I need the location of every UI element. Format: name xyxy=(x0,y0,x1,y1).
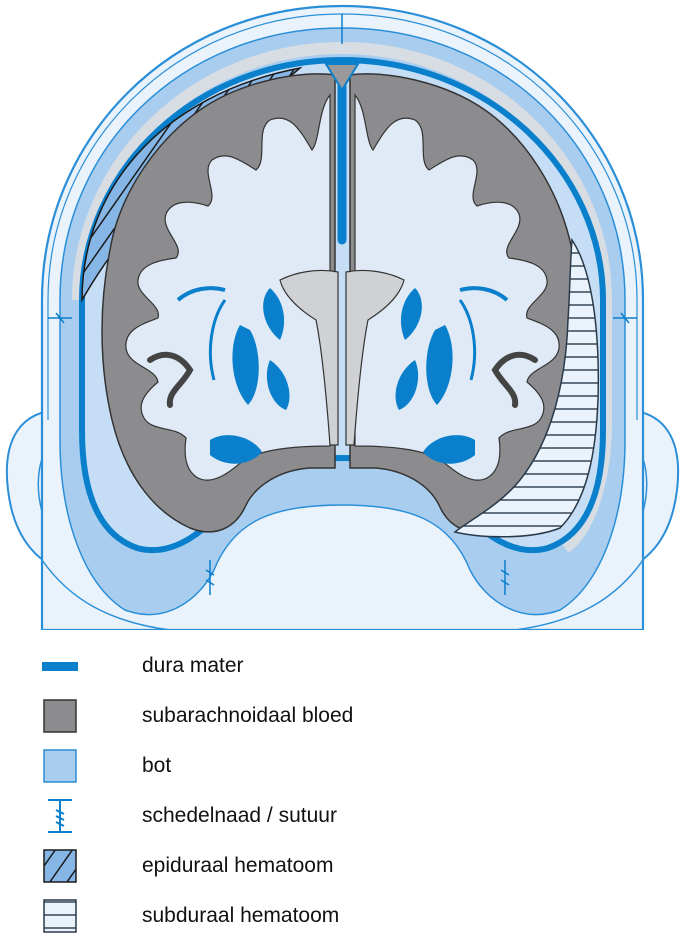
left-insula-sulcus xyxy=(147,351,194,408)
legend-label: subduraal hematoom xyxy=(142,904,340,927)
right-caudate xyxy=(400,288,422,340)
legend-item-subarachnoid-blood: subarachnoidaal bloed xyxy=(0,696,685,736)
legend-label: bot xyxy=(142,754,172,777)
superior-sagittal-sinus xyxy=(324,63,360,92)
subdural-hematoma-swatch xyxy=(43,899,77,933)
legend-item-suture: schedelnaad / sutuur xyxy=(0,796,685,836)
legend-item-subdural-hematoma: subduraal hematoom xyxy=(0,896,685,936)
right-temporal-horn xyxy=(459,286,509,302)
suture-bottom-right xyxy=(500,560,510,595)
legend-label: dura mater xyxy=(142,654,244,677)
legend-item-epidural-hematoma: epiduraal hematoom xyxy=(0,846,685,886)
subarachnoid-blood-swatch xyxy=(43,699,77,733)
left-claustrum xyxy=(208,299,227,381)
right-hippocampus xyxy=(423,435,475,464)
left-putamen xyxy=(232,325,259,405)
brain-coronal-section-diagram xyxy=(6,4,679,630)
suture-bottom-left xyxy=(205,560,215,595)
suture-swatch xyxy=(48,799,72,833)
legend-item-dura-mater: dura mater xyxy=(0,646,685,686)
left-temporal-horn xyxy=(176,286,226,302)
legend-label: schedelnaad / sutuur xyxy=(142,804,337,827)
legend-label: epiduraal hematoom xyxy=(142,854,334,877)
legend-label: subarachnoidaal bloed xyxy=(142,704,354,727)
left-lateral-ventricle xyxy=(279,269,339,446)
legend-item-bone: bot xyxy=(0,746,685,786)
right-claustrum xyxy=(458,299,477,381)
suture-right xyxy=(613,312,637,324)
lower-face-outline xyxy=(41,559,644,630)
left-caudate xyxy=(263,288,285,340)
dura-mater xyxy=(79,56,606,553)
bone-swatch xyxy=(43,749,77,783)
subdural-hematoma xyxy=(453,237,600,538)
legend: dura mater subarachnoidaal bloed bot sch… xyxy=(0,630,685,951)
right-thalamus xyxy=(395,360,419,410)
right-putamen xyxy=(426,325,453,405)
epidural-hematoma-swatch xyxy=(43,849,77,883)
dura-mater-swatch xyxy=(42,662,78,671)
suture-left xyxy=(48,312,72,324)
left-thalamus xyxy=(266,360,290,410)
right-insula-sulcus xyxy=(491,351,538,408)
left-hippocampus xyxy=(210,435,262,464)
right-lateral-ventricle xyxy=(345,269,405,446)
